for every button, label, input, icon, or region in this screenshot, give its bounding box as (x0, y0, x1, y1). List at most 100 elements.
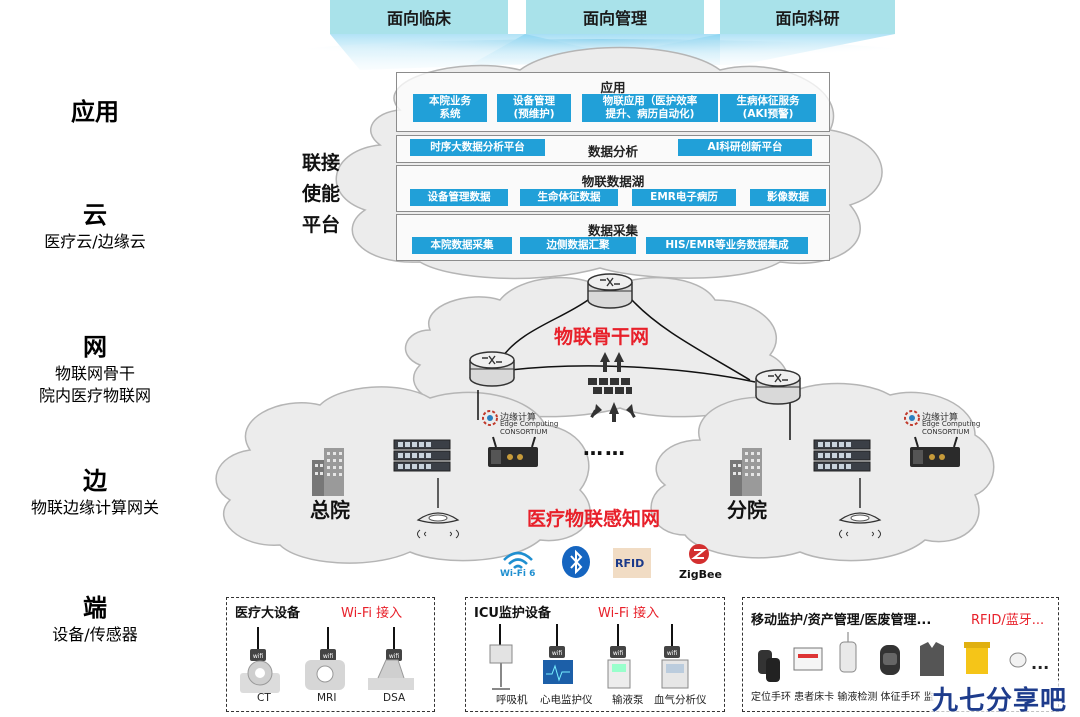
branch-campus-cloud (650, 382, 995, 562)
chip-emr[interactable]: EMR电子病历 (632, 189, 736, 206)
collect-row-title: 数据采集 (587, 223, 638, 238)
main-campus-cloud (215, 386, 591, 564)
chip-text: (AKI预警) (742, 108, 794, 120)
chip-device-data[interactable]: 设备管理数据 (410, 189, 508, 206)
device-caption: MRI (317, 692, 337, 704)
chip-imaging-data[interactable]: 影像数据 (750, 189, 826, 206)
router-icon (469, 351, 515, 387)
bluetooth-icon (562, 546, 590, 578)
device-caption: 定位手环 患者床卡 输液检测 体征手环 监 (751, 692, 934, 703)
waste-bin-icon (964, 642, 990, 674)
device-caption: 血气分析仪 (654, 694, 707, 706)
tag-icon (1009, 652, 1027, 668)
device-caption: 心电监护仪 (540, 694, 593, 706)
chip-ai-platform[interactable]: AI科研创新平台 (678, 139, 812, 156)
layer-edge-sub: 物联边缘计算网关 (30, 498, 159, 517)
chip-device-management[interactable]: 设备管理(预维护) (497, 94, 571, 122)
device-caption: CT (257, 692, 271, 704)
ct-scanner-icon (240, 660, 280, 693)
ecc-logo-text: 边缘计算 (922, 413, 959, 423)
device-caption: 呼吸机 (496, 694, 528, 706)
chip-vital-data[interactable]: 生命体征数据 (520, 189, 618, 206)
layer-cloud-title: 云 (83, 201, 107, 229)
zigbee-label: ZigBee (679, 568, 722, 581)
chip-text: (预维护) (513, 108, 555, 120)
more-devices: ... (1031, 654, 1050, 673)
chip-text: 物联应用（医护效率 (602, 95, 698, 107)
ecc-logo-sub: CONSORTIUM (922, 428, 970, 436)
zigbee-icon (689, 544, 709, 564)
vest-icon (920, 642, 944, 676)
vital-sign-band-icon (880, 645, 900, 675)
backbone-label: 物联骨干网 (554, 326, 650, 348)
platform-label-line: 使能 (301, 183, 340, 205)
watermark: 九七分享吧 (930, 680, 1070, 717)
tab-research[interactable]: 面向科研 (720, 0, 895, 34)
chip-edge-aggregate[interactable]: 边侧数据汇聚 (520, 237, 636, 254)
chip-text: 系统 (439, 108, 461, 120)
ecc-logo-text: 边缘计算 (500, 413, 537, 423)
branch-site-label: 分院 (727, 498, 767, 522)
device-caption: 输液泵 (612, 694, 644, 706)
rfid-label: RFID (615, 557, 645, 570)
device-group-access: Wi-Fi 接入 (341, 606, 403, 621)
device-group-title: 医疗大设备 (235, 606, 301, 621)
chip-text: 本院业务 (429, 95, 471, 107)
layer-net-sub1: 物联网骨干 (54, 364, 135, 383)
device-group-title: ICU监护设备 (474, 606, 551, 621)
device-group-large: 医疗大设备 Wi-Fi 接入 CT MRI DSA (226, 597, 435, 712)
wifi6-icon (503, 551, 533, 569)
ecc-logo-icon (904, 410, 920, 426)
layer-cloud-sub: 医疗云/边缘云 (44, 232, 146, 251)
layer-end-sub: 设备/传感器 (52, 625, 138, 644)
switch-icon (393, 439, 451, 472)
device-group-mobile: 移动监护/资产管理/医废管理... RFID/蓝牙... 定位手环 患者床卡 输… (742, 597, 1059, 712)
analysis-row-title: 数据分析 (587, 144, 638, 159)
chip-his-integration[interactable]: HIS/EMR等业务数据集成 (646, 237, 808, 254)
platform-label-line: 平台 (301, 214, 340, 236)
layer-net-title: 网 (83, 333, 107, 361)
main-site-label: 总院 (310, 498, 350, 522)
layer-app-title: 应用 (71, 98, 119, 126)
ellipsis: …… (583, 436, 627, 460)
chip-iot-application[interactable]: 物联应用（医护效率提升、病历自动化) (582, 94, 718, 122)
ventilator-icon (489, 644, 513, 690)
device-group-access: RFID/蓝牙... (971, 613, 1045, 628)
mri-icon (305, 660, 345, 690)
chip-text: 提升、病历自动化) (605, 108, 695, 120)
chip-timeseries-platform[interactable]: 时序大数据分析平台 (410, 139, 545, 156)
ecc-logo-sub: Edge Computing (922, 420, 981, 428)
device-caption: DSA (383, 692, 406, 704)
infusion-pump-icon (607, 659, 631, 689)
tab-clinical[interactable]: 面向临床 (330, 0, 508, 34)
lake-row-title: 物联数据湖 (581, 174, 645, 189)
ecc-logo-sub: Edge Computing (500, 420, 559, 428)
ecc-logo-sub: CONSORTIUM (500, 428, 548, 436)
sensing-network-label: 医疗物联感知网 (527, 508, 661, 530)
dsa-icon (368, 659, 414, 690)
layer-end-title: 端 (83, 594, 107, 622)
router-icon (755, 369, 801, 405)
app-row-title: 应用 (600, 80, 626, 95)
rfid-icon (613, 548, 651, 578)
locator-wristband-icon (758, 650, 780, 682)
chip-hospital-system[interactable]: 本院业务系统 (413, 94, 487, 122)
tab-management[interactable]: 面向管理 (526, 0, 704, 34)
chip-text: 设备管理 (513, 95, 555, 107)
device-group-title: 移动监护/资产管理/医废管理... (751, 613, 932, 628)
platform-label: 联接 使能 平台 (296, 148, 346, 241)
chip-text: 生病体征服务 (736, 95, 800, 107)
chip-vital-sign-service[interactable]: 生病体征服务(AKI预警) (720, 94, 816, 122)
bed-card-icon (793, 647, 823, 671)
aggregation-icon (588, 352, 636, 422)
core-router-icon (587, 273, 633, 309)
layer-edge-title: 边 (83, 467, 107, 495)
ecg-monitor-icon (543, 660, 573, 684)
infusion-monitor-icon (839, 632, 857, 673)
chip-hospital-collect[interactable]: 本院数据采集 (412, 237, 512, 254)
ecc-logo-icon (482, 410, 498, 426)
layer-net-sub2: 院内医疗物联网 (38, 386, 151, 405)
device-group-access: Wi-Fi 接入 (598, 606, 660, 621)
device-group-icu: ICU监护设备 Wi-Fi 接入 呼吸机 心电监护仪 输液泵 血气分析仪 (465, 597, 725, 712)
wifi6-label: Wi-Fi 6 (500, 569, 536, 579)
